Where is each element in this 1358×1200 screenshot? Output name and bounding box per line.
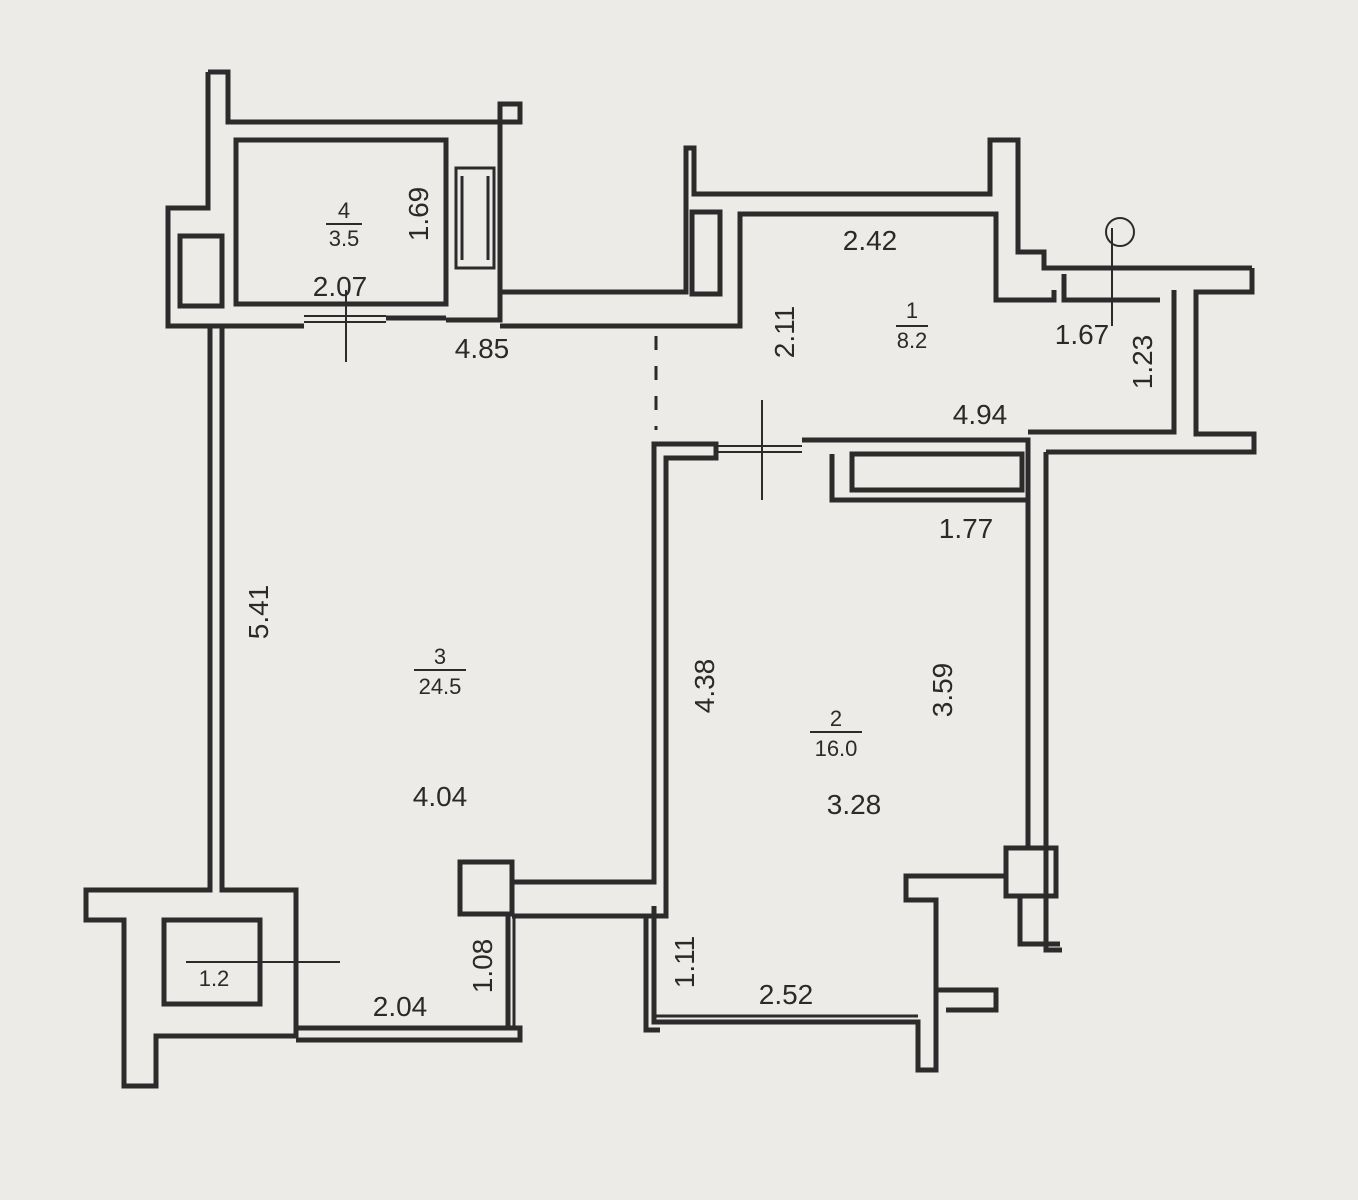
room-2-area: 16.0 xyxy=(815,736,858,761)
room-small-area: 1.2 xyxy=(199,966,230,991)
room-3-area: 24.5 xyxy=(419,674,462,699)
room-1-area: 8.2 xyxy=(897,328,928,353)
room-4-walls xyxy=(165,69,523,329)
dim-2-04: 2.04 xyxy=(373,991,428,1022)
dim-1-67: 1.67 xyxy=(1055,319,1110,350)
room-3-number: 3 xyxy=(434,644,446,669)
dim-1-23: 1.23 xyxy=(1127,335,1158,390)
room-3-walls xyxy=(83,326,719,1089)
dim-1-11: 1.11 xyxy=(669,936,700,988)
dim-1-69: 1.69 xyxy=(403,187,434,242)
room-label-1: 1 8.2 xyxy=(896,298,928,353)
dim-1-77: 1.77 xyxy=(939,513,994,544)
window-symbol xyxy=(1105,217,1135,326)
hall-top-wall xyxy=(500,137,1257,953)
room-label-small: 1.2 xyxy=(199,966,230,991)
room-4-number: 4 xyxy=(338,198,350,223)
dim-5-41: 5.41 xyxy=(243,585,274,640)
door-room-2 xyxy=(716,400,802,500)
room-label-3: 3 24.5 xyxy=(414,644,466,699)
dim-1-08: 1.08 xyxy=(467,939,498,994)
room-label-4: 4 3.5 xyxy=(326,198,362,251)
room-2-number: 2 xyxy=(830,706,842,731)
dim-2-07: 2.07 xyxy=(313,271,368,302)
dim-3-28: 3.28 xyxy=(827,789,882,820)
dim-4-38: 4.38 xyxy=(689,659,720,714)
dim-2-42: 2.42 xyxy=(843,225,898,256)
door-room-4 xyxy=(304,290,446,362)
dim-4-94: 4.94 xyxy=(953,399,1008,430)
dim-4-85: 4.85 xyxy=(455,333,510,364)
dim-4-04: 4.04 xyxy=(413,781,468,812)
room-4-area: 3.5 xyxy=(329,226,360,251)
dim-3-59: 3.59 xyxy=(927,663,958,718)
room-label-2: 2 16.0 xyxy=(810,706,862,761)
dim-2-52: 2.52 xyxy=(759,979,814,1010)
dim-2-11: 2.11 xyxy=(769,306,800,358)
room-1-number: 1 xyxy=(906,298,918,323)
room-2-walls xyxy=(643,437,1060,1073)
